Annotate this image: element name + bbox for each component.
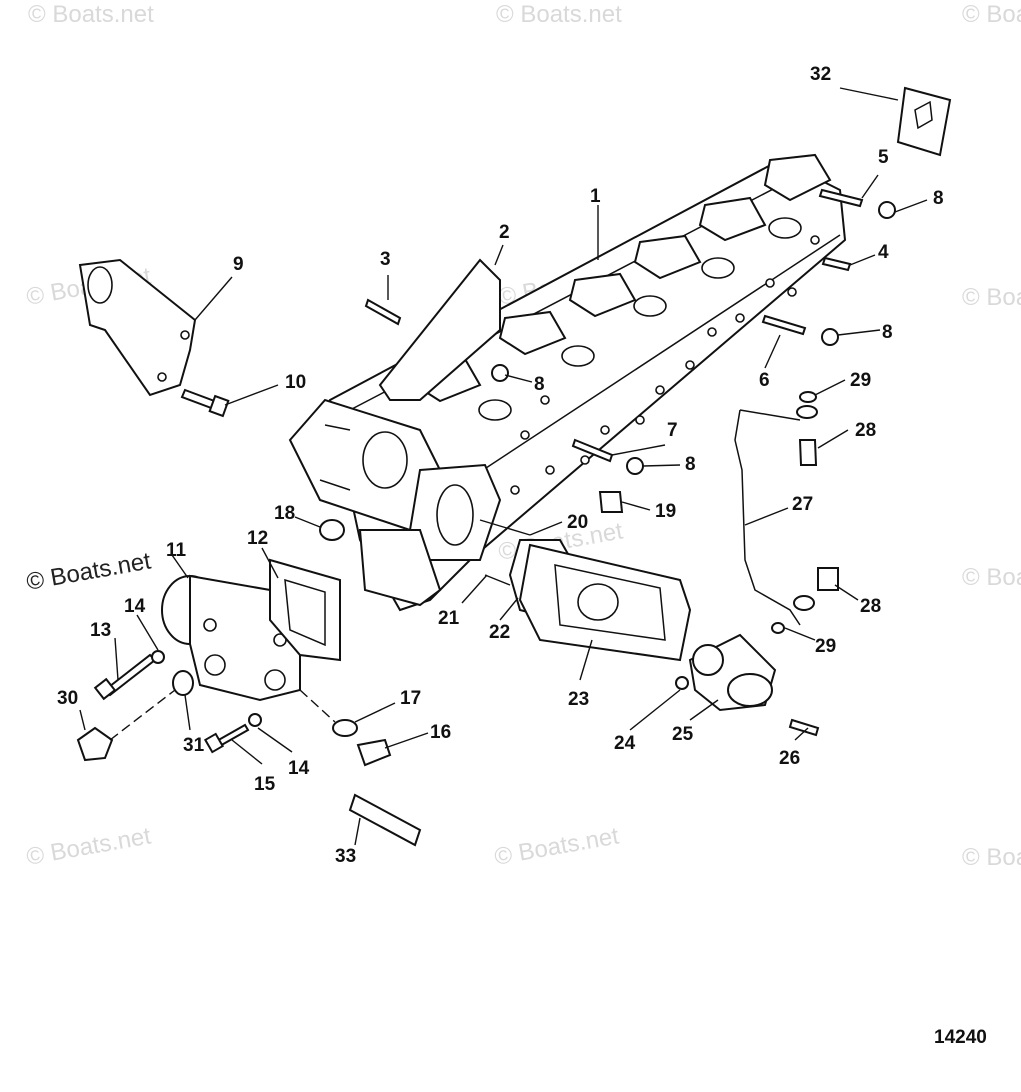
watermark: © Boats.net	[962, 844, 1021, 871]
watermark: © Boats.net	[492, 822, 621, 870]
callout-20: 20	[567, 512, 588, 533]
tube-27	[734, 409, 801, 626]
pump-25	[688, 633, 777, 712]
stud-21	[484, 574, 511, 586]
nuts-8	[491, 201, 896, 475]
plug-18	[319, 519, 345, 541]
callout-4: 4	[878, 242, 889, 263]
callout-6: 6	[759, 370, 770, 391]
callout-29: 29	[850, 370, 871, 391]
washer-31	[172, 670, 194, 696]
screw-26	[788, 718, 820, 737]
fitting-28-bottom	[817, 567, 839, 591]
callout-32: 32	[810, 64, 831, 85]
watermark: © Boats.net	[962, 564, 1021, 591]
callout-23: 23	[568, 689, 589, 710]
fitting-33	[348, 793, 422, 847]
callout-12: 12	[247, 528, 268, 549]
washer-29-bottom	[771, 622, 785, 634]
callout-8: 8	[882, 322, 893, 343]
watermark: © Boats.net	[962, 284, 1021, 311]
watermark: © Boats.net	[24, 822, 153, 870]
callout-28: 28	[855, 420, 876, 441]
stud-5	[818, 188, 864, 208]
figure-number: 14240	[934, 1027, 987, 1048]
watermark-dark: © Boats.net	[24, 547, 153, 595]
fitting-28-top	[798, 439, 818, 466]
washer-29-top	[799, 391, 817, 403]
callout-18: 18	[274, 503, 295, 524]
fitting-19	[598, 491, 624, 513]
callout-7: 7	[667, 420, 678, 441]
manifold-bolt-holes	[510, 235, 820, 495]
stud-20	[479, 519, 531, 536]
callout-14: 14	[124, 596, 146, 617]
callout-13: 13	[90, 620, 111, 641]
gasket-32	[896, 86, 952, 157]
callout-2: 2	[499, 222, 510, 243]
callout-11: 11	[166, 540, 187, 561]
callout-9: 9	[233, 254, 244, 275]
callout-14: 14	[288, 758, 310, 779]
callout-30: 30	[57, 688, 78, 709]
stud-4	[821, 256, 852, 272]
gasket-2	[378, 258, 501, 401]
callout-28: 28	[860, 596, 881, 617]
washer-17	[332, 719, 358, 737]
stud-7	[571, 438, 614, 463]
callout-3: 3	[380, 249, 391, 270]
callout-26: 26	[779, 748, 800, 769]
callout-15: 15	[254, 774, 276, 795]
watermark: © Boats.net	[496, 1, 622, 28]
callout-22: 22	[489, 622, 510, 643]
callout-31: 31	[183, 735, 205, 756]
callout-8: 8	[933, 188, 944, 209]
manifold-body	[288, 153, 847, 612]
watermark: © Boats.net	[28, 1, 154, 28]
callout-19: 19	[655, 501, 676, 522]
callout-25: 25	[672, 724, 694, 745]
nut-24	[675, 676, 689, 690]
callout-21: 21	[438, 608, 460, 629]
washer-14b	[248, 713, 262, 727]
callout-29: 29	[815, 636, 836, 657]
callout-27: 27	[792, 494, 813, 515]
callout-8: 8	[534, 374, 545, 395]
gasket-12	[269, 558, 341, 662]
callout-8: 8	[685, 454, 696, 475]
callout-24: 24	[614, 733, 636, 754]
callout-17: 17	[400, 688, 421, 709]
washer-14	[151, 650, 165, 664]
leader-lines	[79, 87, 928, 846]
callout-5: 5	[878, 147, 889, 168]
callout-1: 1	[590, 186, 601, 207]
callout-10: 10	[285, 372, 306, 393]
watermark: © Boats.net	[962, 1, 1021, 28]
plug-16	[356, 738, 392, 767]
stud-3	[364, 298, 402, 326]
callout-16: 16	[430, 722, 451, 743]
stud-6	[761, 314, 807, 336]
callout-33: 33	[335, 846, 356, 867]
plug-30	[76, 726, 114, 762]
callouts: 1 2 3 4 5 6 7 8 8 8 8 9 10 11 12 13 14 1…	[57, 64, 944, 867]
